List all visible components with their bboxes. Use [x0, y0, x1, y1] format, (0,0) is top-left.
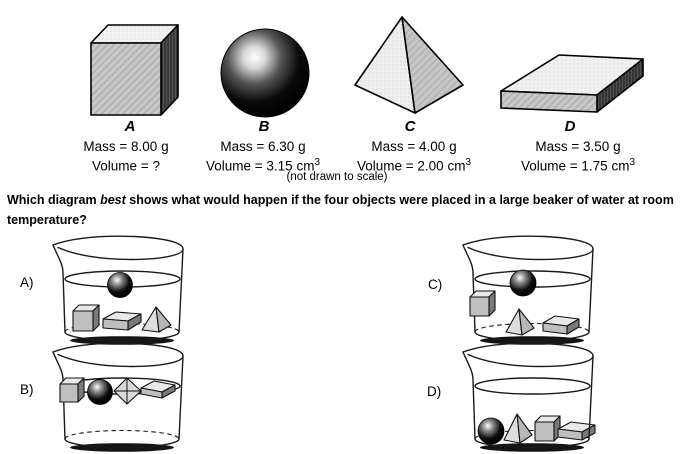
- object-b-volume: Volume = 3.15 cm3: [206, 157, 320, 174]
- beaker-a-left-wall: [52, 244, 66, 333]
- small-pyramid: [505, 308, 535, 336]
- object-a-mass: Mass = 8.00 g: [83, 139, 169, 154]
- beaker-d-bottom-back-edge: [474, 429, 590, 440]
- object-c-volume: Volume = 2.00 cm3: [357, 157, 471, 174]
- object-a-label: A: [124, 118, 136, 135]
- small-slab: [542, 315, 580, 335]
- beaker-d-waterline: [474, 377, 591, 395]
- beaker-c-bottom: [474, 331, 590, 342]
- pyramid-shape: [354, 16, 464, 114]
- small-pyramid: [113, 377, 142, 405]
- beaker-d-bottom: [474, 438, 590, 449]
- beaker-d-right-wall: [588, 355, 594, 440]
- small-cube: [72, 304, 100, 332]
- small-sphere: [477, 417, 505, 445]
- object-c-mass: Mass = 4.00 g: [371, 139, 457, 154]
- object-a-spec: Mass = 8.00 g Volume = ?: [31, 139, 221, 175]
- small-pyramid: [503, 413, 533, 444]
- object-b-label: B: [258, 118, 270, 135]
- question-emphasis: best: [100, 193, 126, 207]
- beaker-a-bottom: [64, 331, 180, 342]
- beaker-d-rim: [462, 342, 594, 368]
- beaker-b-left-wall: [52, 351, 66, 440]
- beaker-b-bottom-back-edge: [64, 429, 180, 440]
- answer-d-label: D): [427, 384, 442, 399]
- beaker-b-right-wall: [178, 355, 184, 440]
- object-d-volume: Volume = 1.75 cm3: [521, 157, 635, 174]
- beaker-a-diagram: [52, 235, 184, 345]
- cube-shape: [90, 24, 179, 116]
- beaker-b-diagram: [52, 342, 184, 452]
- small-sphere: [509, 269, 537, 297]
- answer-a-label: A): [20, 275, 34, 290]
- slab-shape: [500, 54, 644, 113]
- small-cube: [59, 377, 85, 403]
- beaker-a-right-wall: [178, 248, 184, 333]
- object-b-mass: Mass = 6.30 g: [220, 139, 306, 154]
- small-slab: [140, 380, 176, 399]
- small-cube: [469, 290, 496, 317]
- beaker-c-rim: [462, 235, 594, 261]
- answer-c-label: C): [428, 277, 443, 292]
- object-b-spec: Mass = 6.30 g Volume = 3.15 cm3: [168, 139, 358, 175]
- beaker-d-diagram: [462, 342, 596, 452]
- scale-note: (not drawn to scale): [286, 171, 388, 183]
- answer-b-label: B): [20, 382, 34, 397]
- small-sphere: [87, 379, 113, 405]
- small-slab: [557, 421, 596, 441]
- beaker-d-left-wall: [462, 351, 476, 440]
- beaker-c-diagram: [462, 235, 594, 345]
- small-pyramid: [141, 306, 172, 333]
- small-slab: [102, 311, 142, 331]
- beaker-b-rim: [52, 342, 184, 368]
- object-a-volume: Volume = ?: [92, 158, 160, 174]
- object-d-spec: Mass = 3.50 g Volume = 1.75 cm3: [483, 139, 673, 175]
- object-d-mass: Mass = 3.50 g: [535, 139, 621, 154]
- beaker-a-rim: [52, 235, 184, 261]
- question-text: Which diagram best shows what would happ…: [7, 193, 674, 227]
- small-cube: [534, 415, 561, 442]
- object-c-label: C: [404, 118, 416, 135]
- sphere-shape: [220, 28, 310, 118]
- object-d-label: D: [564, 118, 576, 135]
- beaker-c-right-wall: [588, 248, 594, 333]
- beaker-c-bottom-back-edge: [474, 322, 590, 333]
- small-sphere: [107, 272, 133, 298]
- beaker-c-left-wall: [462, 244, 476, 333]
- object-c-spec: Mass = 4.00 g Volume = 2.00 cm3: [319, 139, 509, 175]
- beaker-b-bottom: [64, 438, 180, 449]
